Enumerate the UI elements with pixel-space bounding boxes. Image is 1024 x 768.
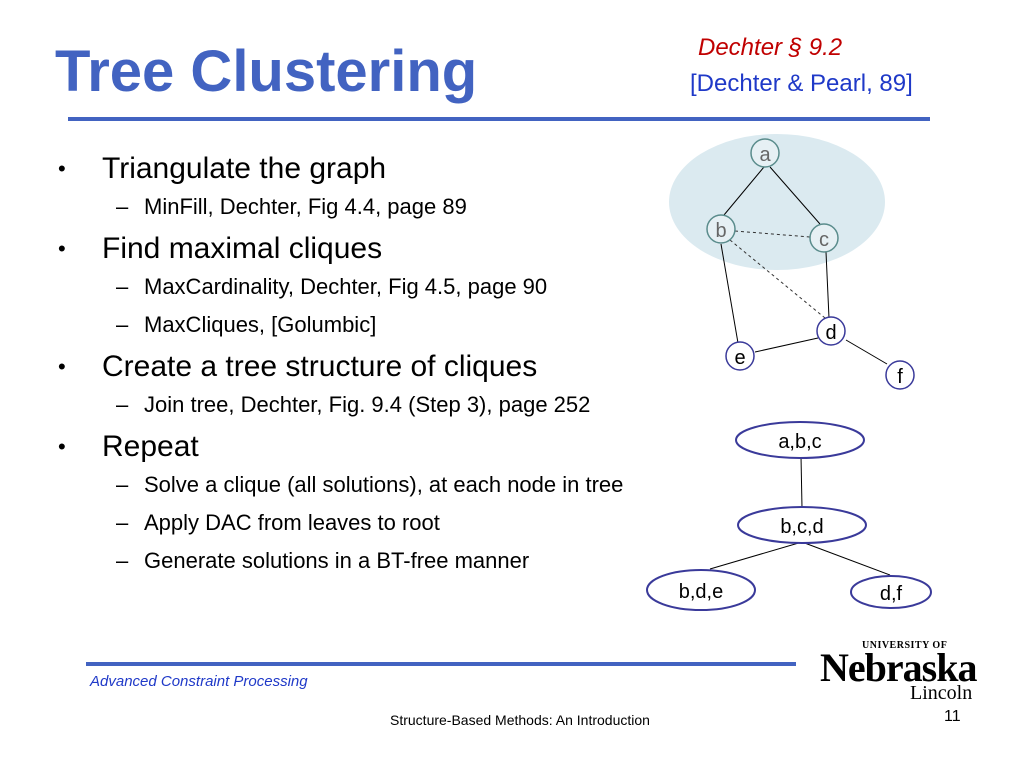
sub-bullet-item: – Apply DAC from leaves to root [58, 508, 698, 538]
bullet-marker: • [58, 434, 66, 459]
sub-bullet-marker: – [116, 194, 129, 219]
sub-bullet-text: Solve a clique (all solutions), at each … [144, 472, 624, 497]
bullet-text: Find maximal cliques [102, 232, 383, 265]
footer-divider [86, 662, 796, 666]
bullet-marker: • [58, 354, 66, 379]
page-number: 11 [944, 708, 961, 725]
graph-node-d: d [816, 316, 846, 346]
sub-bullet-marker: – [116, 472, 129, 497]
graph-node-b: b [706, 214, 736, 244]
reference-section: Dechter § 9.2 [698, 34, 843, 61]
sub-bullet-marker: – [116, 392, 129, 417]
sub-bullet-text: MaxCardinality, Dechter, Fig 4.5, page 9… [144, 274, 548, 299]
sub-bullet-text: Join tree, Dechter, Fig. 9.4 (Step 3), p… [144, 392, 591, 417]
tree-node-label: a,b,c [778, 431, 821, 453]
sub-bullet-item: – MaxCardinality, Dechter, Fig 4.5, page… [58, 272, 698, 302]
logo-university-of: UNIVERSITY OF [862, 640, 948, 651]
sub-bullet-item: – Join tree, Dechter, Fig. 9.4 (Step 3),… [58, 390, 698, 420]
title-divider [68, 117, 930, 121]
bullet-text: Create a tree structure of cliques [102, 350, 538, 383]
bullet-text: Triangulate the graph [102, 152, 387, 185]
bullet-text: Repeat [102, 430, 199, 463]
edge-b-e [720, 243, 739, 344]
sub-bullet-marker: – [116, 510, 129, 535]
graph-node-c: c [809, 223, 839, 253]
tree-node-label: d,f [880, 583, 903, 605]
sub-bullet-item: – MinFill, Dechter, Fig 4.4, page 89 [58, 192, 698, 222]
tree-node-label: b,d,e [679, 581, 723, 603]
clique-highlight [669, 134, 885, 270]
bullet-marker: • [58, 156, 66, 181]
edge-b-c-fill [734, 230, 811, 238]
tree-edge-bcd-df [801, 541, 891, 576]
graph-node-label: e [734, 347, 745, 369]
sub-bullet-text: Apply DAC from leaves to root [144, 510, 440, 535]
course-name: Advanced Constraint Processing [90, 673, 308, 690]
edge-d-e [754, 337, 819, 353]
lecture-title: Structure-Based Methods: An Introduction [390, 712, 650, 728]
slide-title: Tree Clustering [55, 39, 478, 104]
edge-a-b [723, 166, 765, 216]
sub-bullet-marker: – [116, 274, 129, 299]
logo-name: Nebraska [820, 645, 977, 690]
sub-bullet-item: – Solve a clique (all solutions), at eac… [58, 470, 684, 500]
tree-node-df: d,f [850, 575, 932, 609]
graph-node-label: b [715, 220, 726, 242]
graph-node-label: f [897, 366, 903, 388]
tree-node-label: b,c,d [780, 516, 823, 538]
graph-node-a: a [750, 138, 780, 168]
edge-c-d [825, 251, 830, 319]
bullet-item: • Triangulate the graph [58, 150, 698, 188]
bullet-item: • Create a tree structure of cliques [58, 348, 698, 386]
tree-node-abc: a,b,c [735, 421, 865, 459]
bullet-marker: • [58, 236, 66, 261]
tree-edge-abc-bcd [800, 455, 803, 509]
bullet-item: • Repeat [58, 428, 698, 466]
graph-node-e: e [725, 341, 755, 371]
logo-city: Lincoln [910, 682, 973, 704]
graph-node-label: d [825, 322, 836, 344]
bullet-item: • Find maximal cliques [58, 230, 698, 268]
graph-node-f: f [885, 360, 915, 390]
reference-citation: [Dechter & Pearl, 89] [690, 70, 913, 97]
edge-a-c [769, 166, 821, 225]
graph-node-label: a [759, 144, 771, 166]
bullet-list: • Triangulate the graph – MinFill, Decht… [58, 150, 698, 584]
edge-b-d-fill [729, 239, 826, 319]
edge-d-f [845, 339, 888, 365]
tree-node-bde: b,d,e [646, 569, 756, 611]
sub-bullet-text: MaxCliques, [Golumbic] [144, 312, 377, 337]
sub-bullet-item: – Generate solutions in a BT-free manner [58, 546, 698, 576]
university-logo: UNIVERSITY OF Nebraska Lincoln [818, 640, 977, 704]
sub-bullet-marker: – [116, 312, 129, 337]
tree-edge-bcd-bde [709, 541, 803, 570]
graph-node-label: c [819, 229, 829, 251]
sub-bullet-marker: – [116, 548, 129, 573]
sub-bullet-text: Generate solutions in a BT-free manner [144, 548, 530, 573]
sub-bullet-item: – MaxCliques, [Golumbic] [58, 310, 698, 340]
tree-node-bcd: b,c,d [737, 506, 867, 544]
sub-bullet-text: MinFill, Dechter, Fig 4.4, page 89 [144, 194, 467, 219]
